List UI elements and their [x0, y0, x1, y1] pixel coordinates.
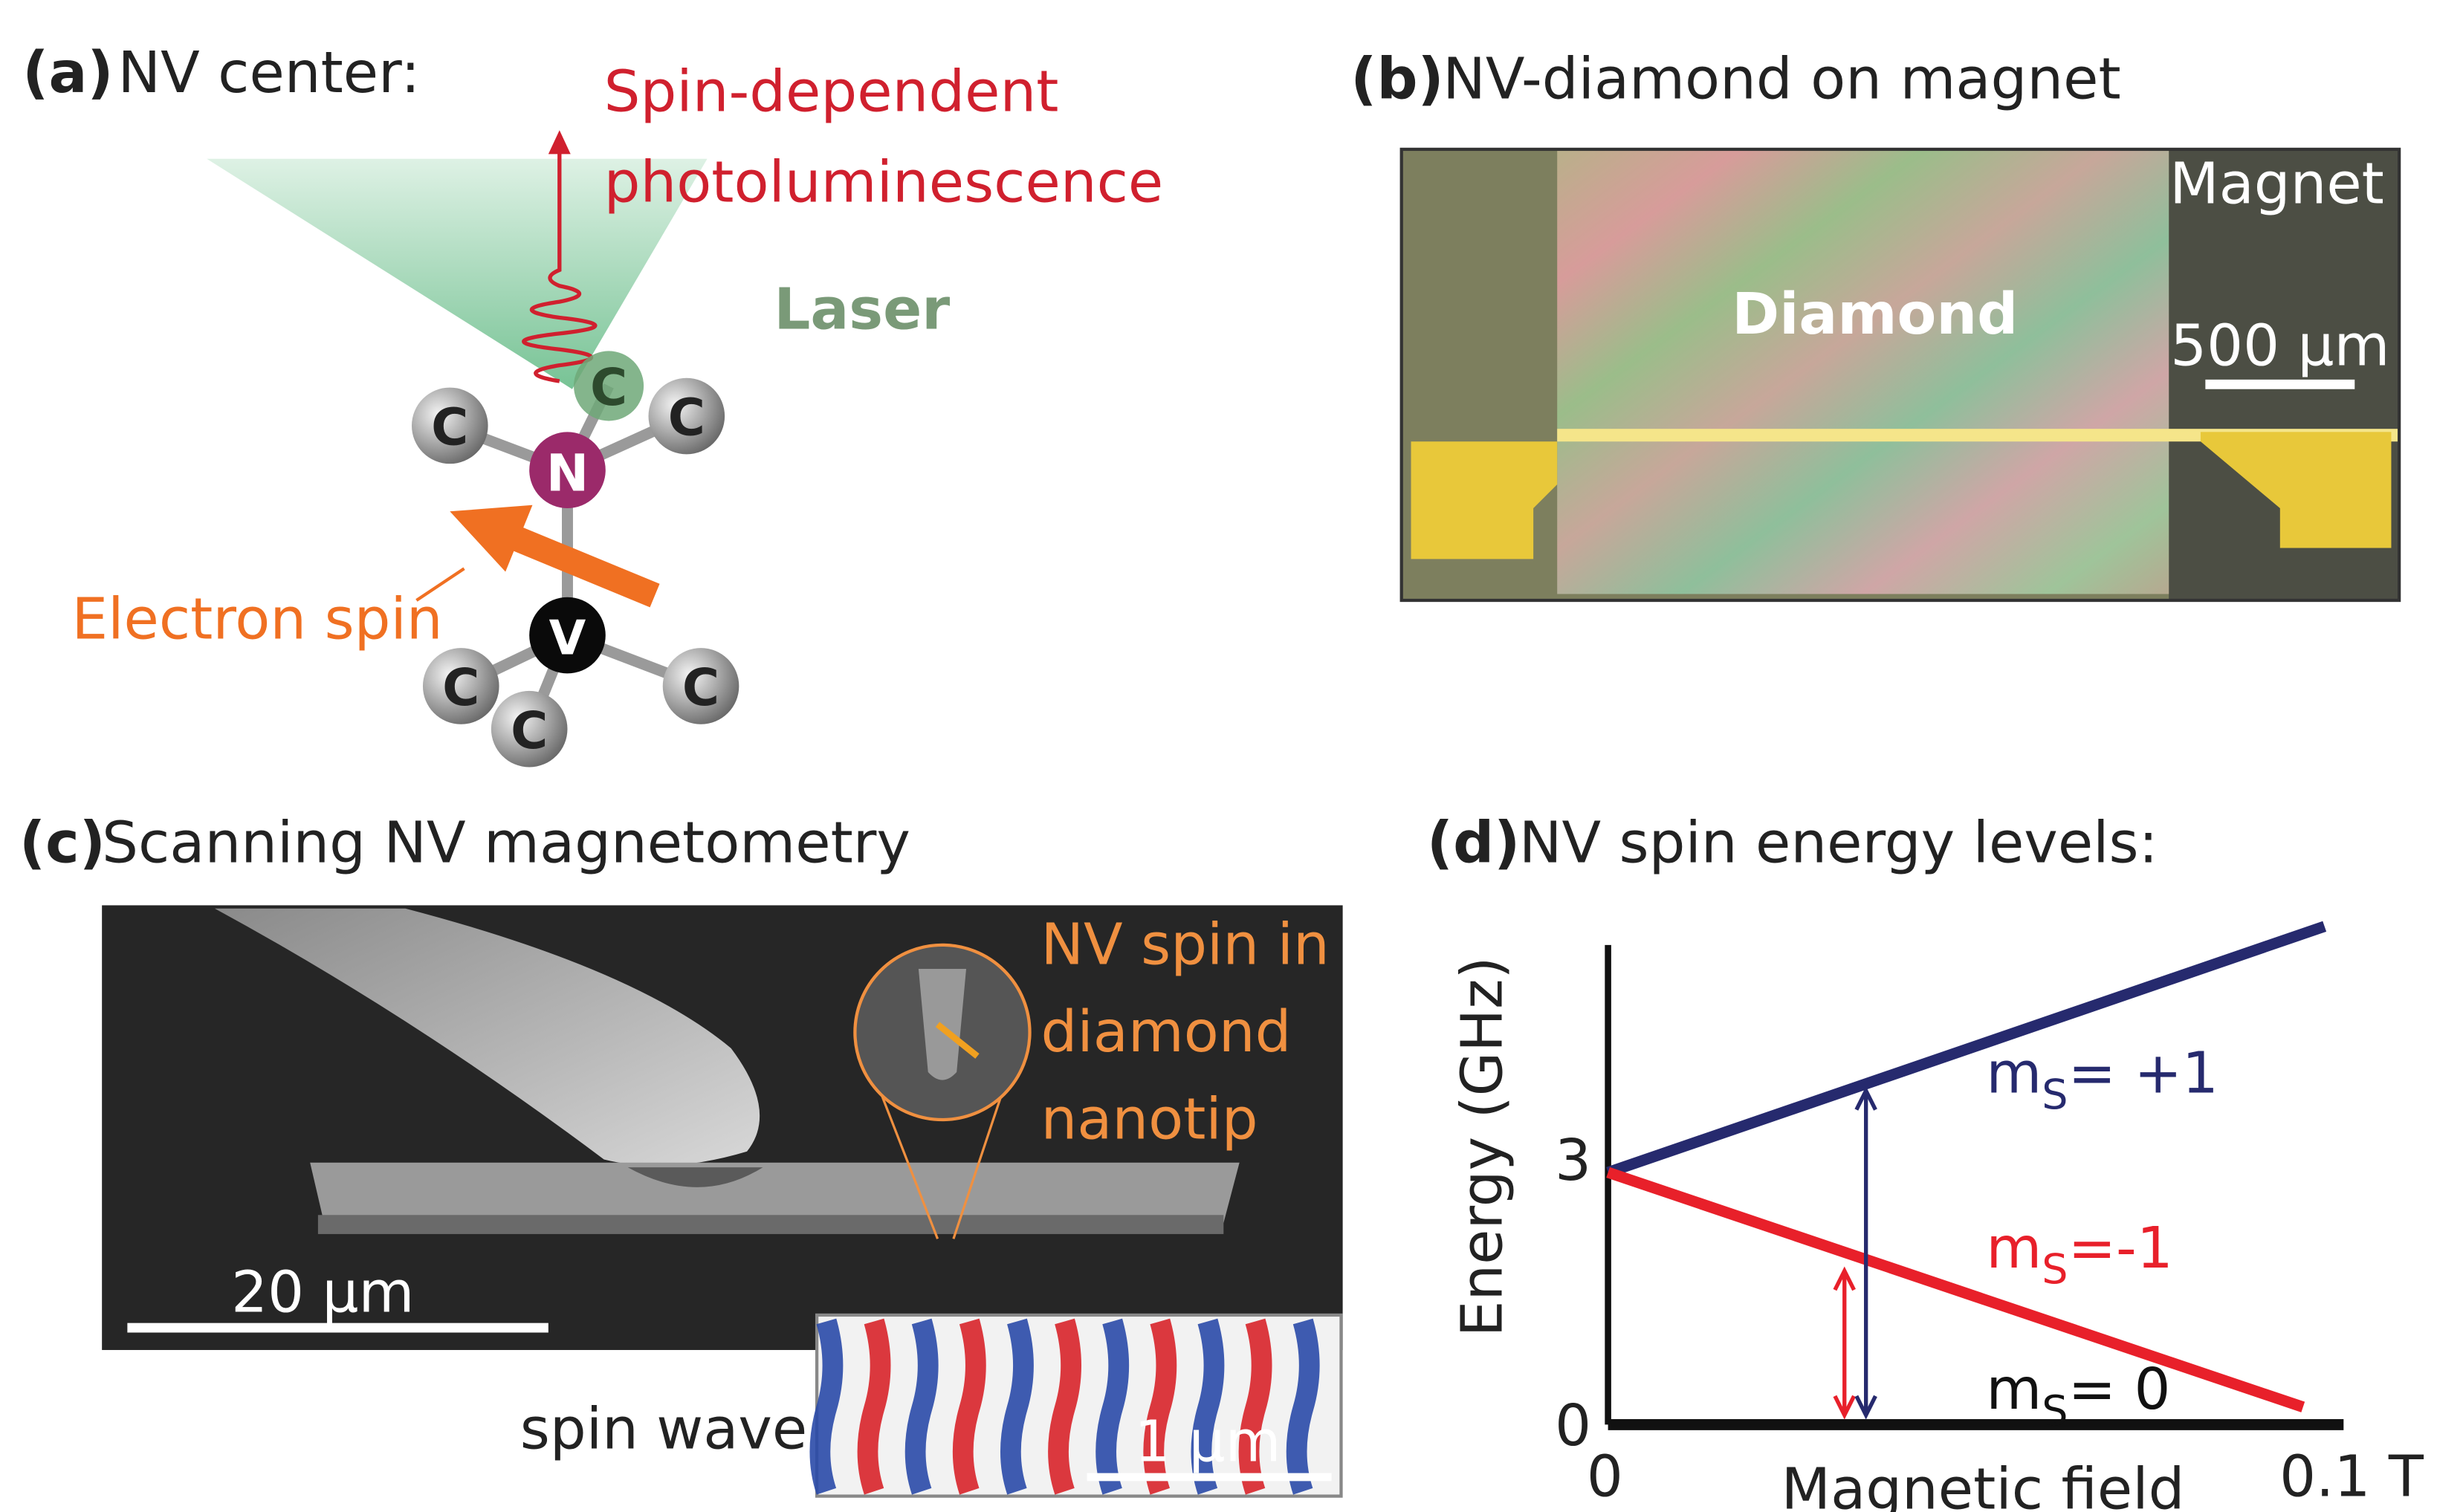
y-tick-label: 0	[1555, 1393, 1591, 1459]
scale-label: 20 µm	[231, 1260, 414, 1326]
spin-wave-stripe	[1000, 1318, 1034, 1495]
electron-spin-label: Electron spin	[72, 586, 443, 652]
spin-wave-stripe	[857, 1318, 891, 1495]
spin-wave-stripe	[1095, 1318, 1130, 1495]
nv-label-3: nanotip	[1040, 1087, 1258, 1153]
svg-text:V: V	[549, 611, 586, 666]
vacancy: V	[529, 597, 606, 674]
spin-arrow-shaft	[503, 523, 660, 608]
spin-wave-stripe	[1191, 1318, 1225, 1495]
scale-label: 500 µm	[2170, 314, 2389, 380]
spin-wave-stripe	[1143, 1318, 1177, 1495]
arrow-up-icon	[548, 130, 571, 155]
series-line	[1606, 1167, 2305, 1412]
carbon-atom-laser: C	[574, 351, 644, 421]
panel-d: (d) NV spin energy levels: 3 0 0 0.1 T M…	[1427, 811, 2424, 1512]
spin-arrow-icon	[450, 504, 533, 572]
panel-title: NV center:	[118, 40, 421, 106]
photoluminescence-wave	[522, 151, 598, 383]
x-axis-label: Magnetic field	[1781, 1457, 2185, 1512]
afm-tip	[214, 908, 760, 1167]
svg-text:C: C	[682, 659, 719, 718]
laser-label: Laser	[774, 276, 950, 343]
series-label-zero: mS= 0	[1986, 1357, 2170, 1435]
transition-arrow	[1854, 1086, 1877, 1420]
spin-wave-stripe	[809, 1318, 844, 1495]
svg-text:C: C	[668, 389, 705, 448]
nv-spin-arrow-icon	[935, 1022, 980, 1059]
y-axis-label: Energy (GHz)	[1449, 956, 1515, 1337]
x-tick-label: 0.1 T	[2279, 1444, 2424, 1511]
series-line	[1606, 921, 2327, 1178]
panel-title: NV spin energy levels:	[1519, 811, 2158, 877]
emission-label-1: Spin-dependent	[604, 59, 1059, 126]
spin-wave-label: spin wave	[520, 1396, 807, 1462]
nitrogen-atom: N	[529, 432, 606, 509]
panel-b: (b) NV-diamond on magnet Diamond Magnet …	[1350, 47, 2401, 603]
spin-wave-stripes	[809, 1318, 1320, 1495]
series-label-minus1: mS=-1	[1986, 1216, 2172, 1294]
spin-wave-stripe	[952, 1318, 986, 1495]
panel-title: NV-diamond on magnet	[1443, 47, 2120, 113]
carbon-atom: C	[491, 690, 568, 768]
svg-text:N: N	[546, 445, 589, 504]
diamond	[1557, 149, 2169, 594]
panel-letter: (c)	[19, 811, 106, 877]
panel-c: (c) Scanning NV magnetometry NV spin in …	[19, 811, 1343, 1498]
panel-a: (a) NV center: Laser Spin-dependent phot…	[22, 40, 1164, 768]
spin-wave-stripe	[1048, 1318, 1081, 1495]
svg-text:C: C	[431, 399, 468, 458]
x-tick-label: 0	[1587, 1444, 1623, 1511]
emission-label-2: photoluminescence	[604, 149, 1164, 215]
svg-text:C: C	[442, 659, 479, 718]
gold-pad-right	[2200, 432, 2392, 548]
spin-pointer	[415, 567, 465, 602]
svg-text:C: C	[590, 359, 627, 418]
svg-text:C: C	[511, 702, 548, 761]
diamond-label: Diamond	[1732, 282, 2018, 348]
carbon-atom: C	[648, 377, 725, 455]
transition-arrow	[1833, 1266, 1856, 1420]
stripline	[1557, 429, 2400, 442]
series-label-plus1: mS= +1	[1986, 1041, 2218, 1119]
carbon-atom: C	[422, 648, 499, 724]
spin-wave-scale-label: 1 µm	[1134, 1409, 1281, 1476]
panel-letter: (d)	[1427, 811, 1520, 877]
energy-chart: 3 0 0 0.1 T Magnetic field Energy (GHz) …	[1449, 921, 2424, 1512]
spin-wave-stripe	[904, 1318, 939, 1495]
nv-label-1: NV spin in	[1040, 912, 1329, 979]
spin-wave-stripe	[1238, 1318, 1272, 1495]
magnet-label: Magnet	[2169, 152, 2384, 218]
panel-letter: (b)	[1350, 47, 1443, 113]
carbon-atom: C	[662, 648, 739, 724]
carbon-atom: C	[411, 387, 488, 464]
gold-pad-left	[1411, 441, 1558, 559]
nv-label-2: diamond	[1040, 999, 1291, 1065]
panel-title: Scanning NV magnetometry	[102, 811, 910, 877]
spin-wave-stripe	[1286, 1318, 1320, 1495]
y-tick-label: 3	[1555, 1128, 1591, 1194]
cantilever	[310, 1162, 1240, 1231]
panel-letter: (a)	[22, 40, 113, 106]
